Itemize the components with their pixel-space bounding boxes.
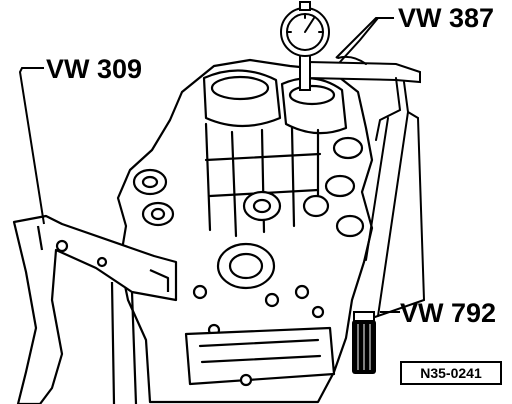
reference-code: N35-0241: [420, 365, 482, 381]
knob-ribs: [357, 324, 371, 370]
reference-code-box: N35-0241: [400, 361, 502, 385]
callout-vw309: VW 309: [46, 54, 142, 84]
callout-vw792: VW 792: [400, 298, 496, 328]
leader-lines: [18, 17, 400, 313]
support-bracket-vw309: [12, 214, 178, 404]
dial-gauge-vw387: [280, 1, 421, 91]
callout-vw387: VW 387: [398, 3, 494, 33]
gearbox-housing: [116, 58, 374, 404]
